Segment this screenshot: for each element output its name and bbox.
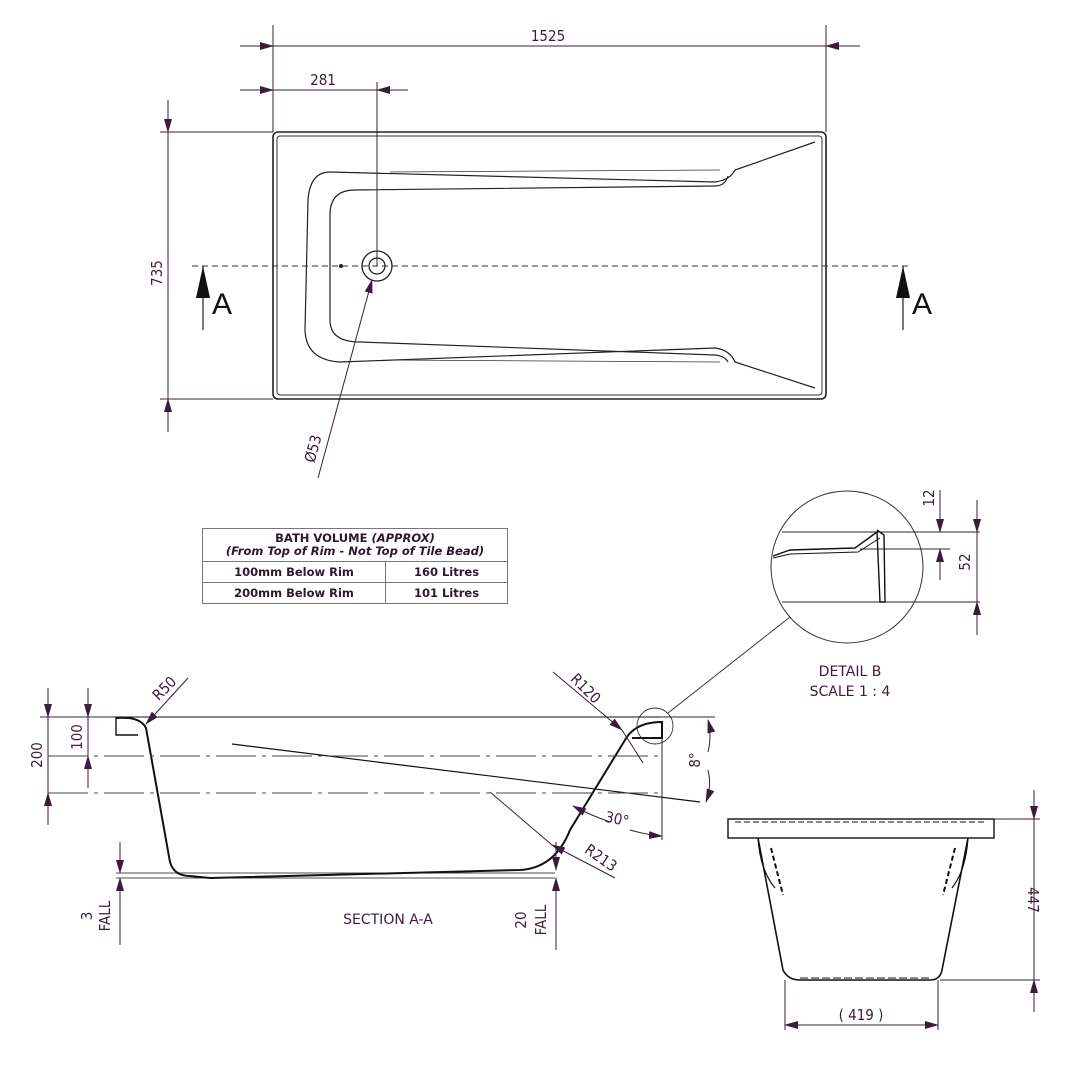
volume-table-header: BATH VOLUME (APPROX) (From Top of Rim - … [202, 528, 508, 562]
volume-value: 101 Litres [385, 582, 508, 604]
fall-left-value: 3 [78, 912, 96, 921]
radius-r50: R50 [149, 673, 180, 704]
end-base-width-dim: ( 419 ) [839, 1006, 884, 1024]
angle-30: 30° [603, 808, 630, 831]
fall-left-label: FALL [96, 900, 114, 931]
table-row: 200mm Below Rim 101 Litres [202, 582, 508, 604]
fall-right-label: FALL [532, 904, 550, 935]
fall-right-value: 20 [512, 911, 530, 928]
section-marker-left: A [212, 288, 232, 321]
end-view [727, 818, 995, 981]
depth-200-dim: 200 [28, 742, 46, 768]
waste-diameter-dim: Ø53 [301, 433, 326, 465]
plan-dimensions [160, 25, 860, 479]
detail-b [770, 490, 981, 644]
depth-100-dim: 100 [68, 724, 86, 750]
waste-offset-dim: 281 [310, 71, 336, 89]
detail-b-scale: SCALE 1 : 4 [810, 684, 891, 700]
section-aa-title: SECTION A-A [343, 912, 433, 928]
detail-b-title: DETAIL B [819, 664, 882, 680]
volume-level: 200mm Below Rim [202, 582, 386, 604]
table-row: 100mm Below Rim 160 Litres [202, 561, 508, 583]
detail-dim-12: 12 [920, 489, 938, 506]
volume-table-title-note: (APPROX) [371, 531, 435, 545]
section-aa-dimensions [40, 671, 716, 950]
volume-table-subtitle: (From Top of Rim - Not Top of Tile Bead) [225, 544, 485, 558]
overall-width-dim: 735 [148, 260, 166, 286]
volume-value: 160 Litres [385, 561, 508, 583]
angle-8: 8° [686, 752, 704, 767]
bath-volume-table: BATH VOLUME (APPROX) (From Top of Rim - … [202, 528, 508, 604]
volume-level: 100mm Below Rim [202, 561, 386, 583]
end-depth-dim: 447 [1024, 887, 1042, 913]
end-view-dimensions [784, 790, 1040, 1030]
overall-length-dim: 1525 [531, 27, 565, 45]
plan-view [192, 131, 912, 400]
volume-table-title: BATH VOLUME [275, 531, 368, 545]
section-aa-profile [48, 616, 791, 880]
section-marker-right: A [912, 288, 932, 321]
detail-dim-52: 52 [956, 553, 974, 570]
